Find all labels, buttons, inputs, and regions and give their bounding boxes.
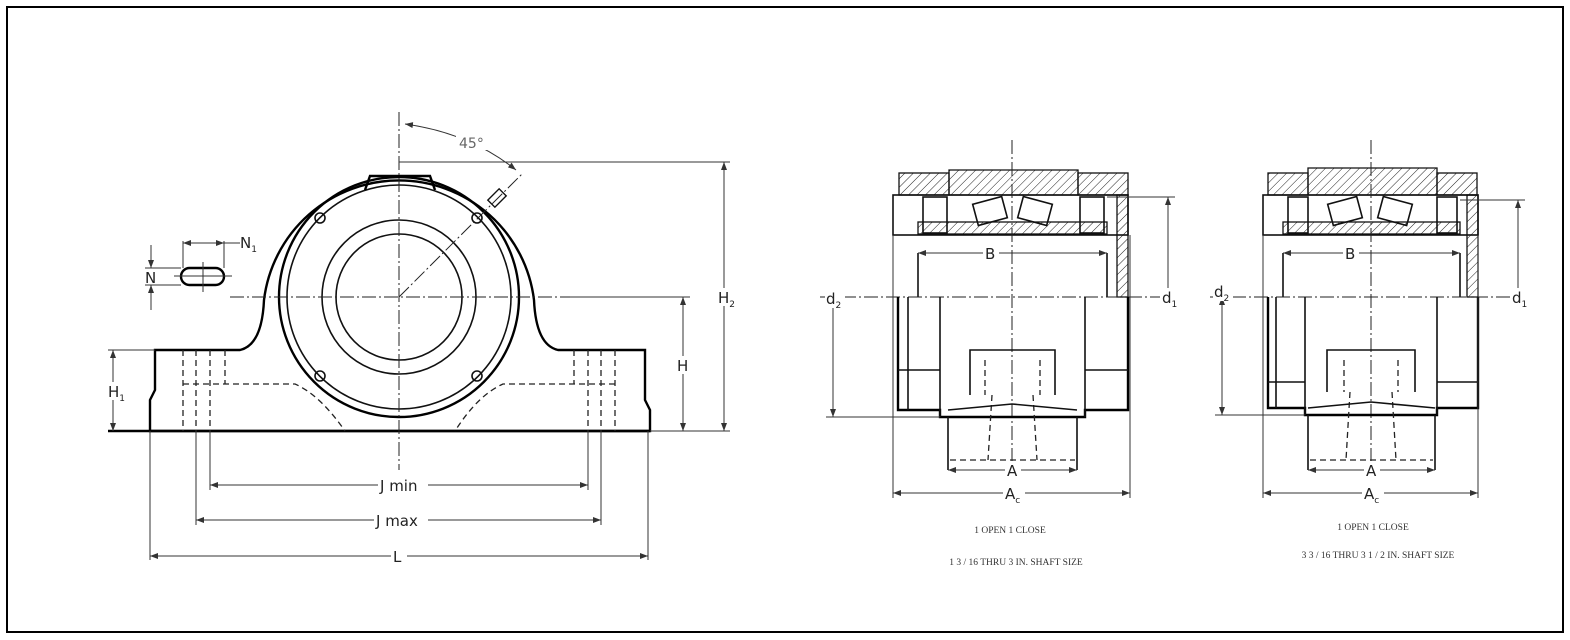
section-view-large: B A Ac d2 d1 1 OPEN 1 CLOSE 3 3 / 16 THR… — [1210, 140, 1530, 561]
caption-seals: 1 OPEN 1 CLOSE — [974, 526, 1046, 536]
ac-label: Ac — [1005, 485, 1020, 506]
ac-label: Ac — [1364, 485, 1379, 506]
section-view-small: B A Ac d2 d1 1 OPEN 1 CLOSE 1 3 / 16 THR… — [820, 140, 1180, 568]
d1-label: d1 — [1162, 289, 1177, 310]
b-label: B — [1345, 245, 1355, 263]
a-label: A — [1366, 462, 1377, 480]
l-label: L — [393, 548, 402, 566]
caption-shaft-size: 1 3 / 16 THRU 3 IN. SHAFT SIZE — [949, 558, 1083, 568]
d1-label: d1 — [1512, 289, 1527, 310]
n-label: N — [145, 269, 156, 287]
front-view: 45° N1 N H1 H H2 — [106, 112, 738, 566]
a-label: A — [1007, 462, 1018, 480]
d2-label: d2 — [1214, 283, 1229, 304]
j-max-label: J max — [375, 512, 418, 530]
d2-label: d2 — [826, 290, 841, 311]
caption-seals: 1 OPEN 1 CLOSE — [1337, 523, 1409, 533]
drawing-frame — [6, 6, 1564, 633]
h-label: H — [677, 357, 688, 375]
b-label: B — [985, 245, 995, 263]
h1-label: H1 — [108, 383, 125, 404]
n1-label: N1 — [240, 234, 257, 255]
angle-label: 45° — [459, 136, 484, 152]
h2-label: H2 — [718, 289, 735, 310]
caption-shaft-size: 3 3 / 16 THRU 3 1 / 2 IN. SHAFT SIZE — [1302, 551, 1455, 561]
j-min-label: J min — [379, 477, 417, 495]
